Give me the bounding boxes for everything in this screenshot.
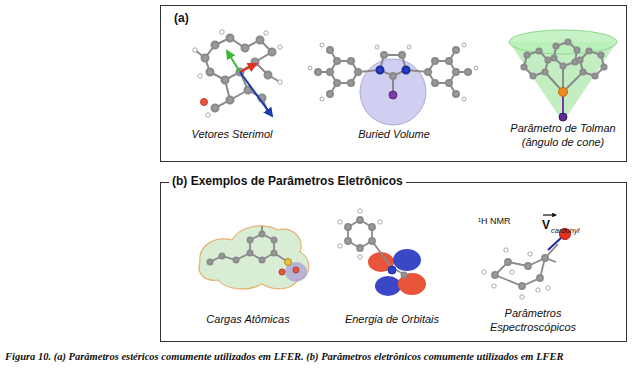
buried-volume-sphere <box>360 59 426 125</box>
figure-caption: Figura 10. (a) Parâmetros estéricos comu… <box>5 350 636 363</box>
vector-symbol: V <box>542 218 550 233</box>
caption-label: Vetores Sterimol <box>192 127 273 141</box>
sterimol-molecule <box>193 30 282 117</box>
tolman-cone <box>509 30 617 122</box>
caption-label: Parâmetros Espectroscópicos <box>481 306 585 334</box>
nhc-molecule <box>308 43 478 101</box>
vector-overline <box>543 214 556 215</box>
panel-heading: (b) Exemplos de Parâmetros Eletrônicos <box>169 174 406 188</box>
caption-label: Energia de Orbitais <box>345 312 439 326</box>
phosphine-molecule <box>521 39 606 121</box>
sterimol-l-vector <box>227 51 240 72</box>
caption-label: Buried Volume <box>358 127 430 141</box>
sterimol-b1-vector <box>240 64 256 72</box>
orbital-lobes <box>368 249 426 296</box>
vector-subscript: carbonyl <box>551 226 579 237</box>
caption-label: Parâmetro de Tolman (ângulo de cone) <box>504 121 622 149</box>
caption-label: Cargas Atômicas <box>206 312 289 326</box>
sterimol-b5-vector <box>240 72 272 116</box>
charge-molecule <box>207 226 307 282</box>
nmr-label: ¹H NMR <box>478 215 511 227</box>
panel-heading: (a) <box>171 11 192 25</box>
orbital-molecule <box>338 209 407 278</box>
charge-surface <box>199 226 309 289</box>
cyclohexanone-molecule <box>482 229 571 300</box>
